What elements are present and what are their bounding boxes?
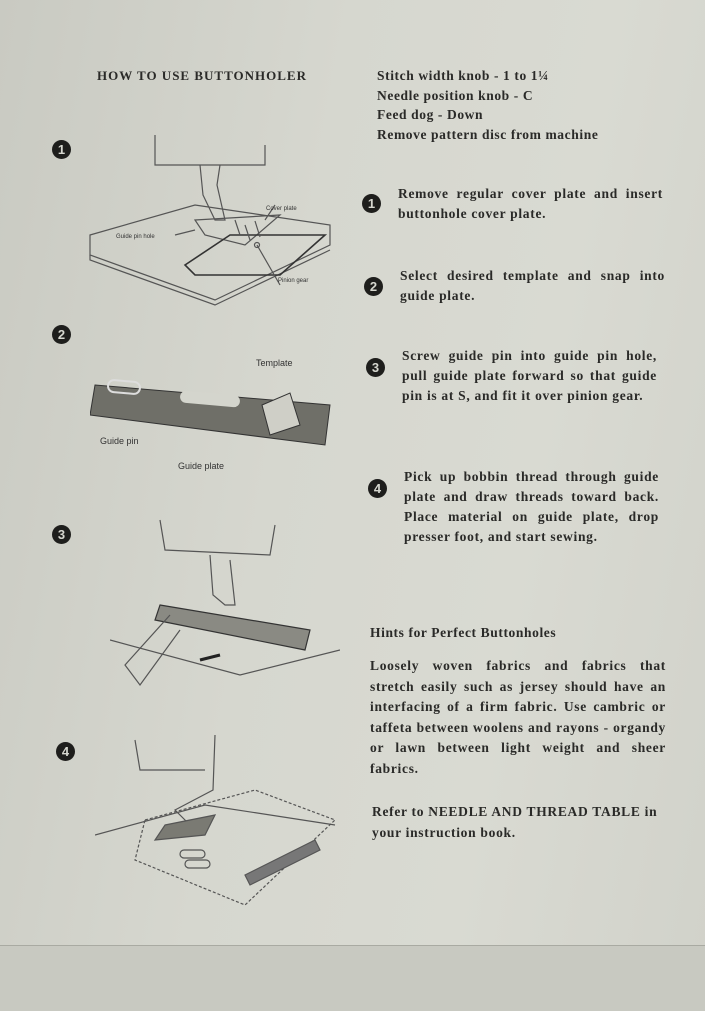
page-title: HOW TO USE BUTTONHOLER	[97, 68, 307, 83]
figure-label: Pinion gear	[278, 278, 309, 284]
setting-line: Stitch width knob - 1 to 1¼	[377, 68, 549, 83]
figure-number: 1	[52, 140, 71, 159]
sewing-setup-illustration	[110, 519, 340, 687]
hints-title: Hints for Perfect Buttonholes	[370, 625, 557, 640]
setting-line: Needle position knob - C	[377, 87, 534, 103]
setting-line: Remove pattern disc from machine	[377, 126, 599, 142]
cover-plate-illustration	[89, 135, 331, 306]
step-text: Screw guide pin into guide pin hole, pul…	[402, 348, 657, 403]
setting-line: Feed dog - Down	[377, 107, 484, 122]
figure-number: 2	[52, 325, 71, 344]
step-number: 3	[366, 358, 385, 377]
figure-number: 4	[56, 742, 75, 761]
step-text: Remove regular cover plate and insert bu…	[398, 186, 663, 221]
figure-label: Template	[256, 358, 293, 368]
hints-body: Loosely woven fabrics and fabrics that s…	[370, 658, 666, 776]
step-text: Pick up bobbin thread through guide plat…	[404, 469, 659, 544]
machine-settings: Stitch width knob - 1 to 1¼ Needle posit…	[377, 66, 598, 144]
figure-label: Guide plate	[178, 461, 225, 471]
figure-label: Cover plate	[266, 206, 297, 212]
figure-label: Guide pin hole	[116, 234, 155, 240]
step-number: 2	[364, 277, 383, 296]
step-number: 1	[362, 194, 381, 213]
page-edge	[0, 945, 705, 1011]
guide-plate-illustration	[90, 379, 331, 446]
figure-label: Guide pin	[100, 436, 139, 446]
figure-number: 3	[52, 525, 71, 544]
hints-refer: Refer to NEEDLE AND THREAD TABLE in your…	[372, 804, 658, 840]
step-number: 4	[368, 479, 387, 498]
sewing-fabric-illustration	[95, 734, 337, 906]
step-text: Select desired template and snap into gu…	[400, 268, 665, 303]
